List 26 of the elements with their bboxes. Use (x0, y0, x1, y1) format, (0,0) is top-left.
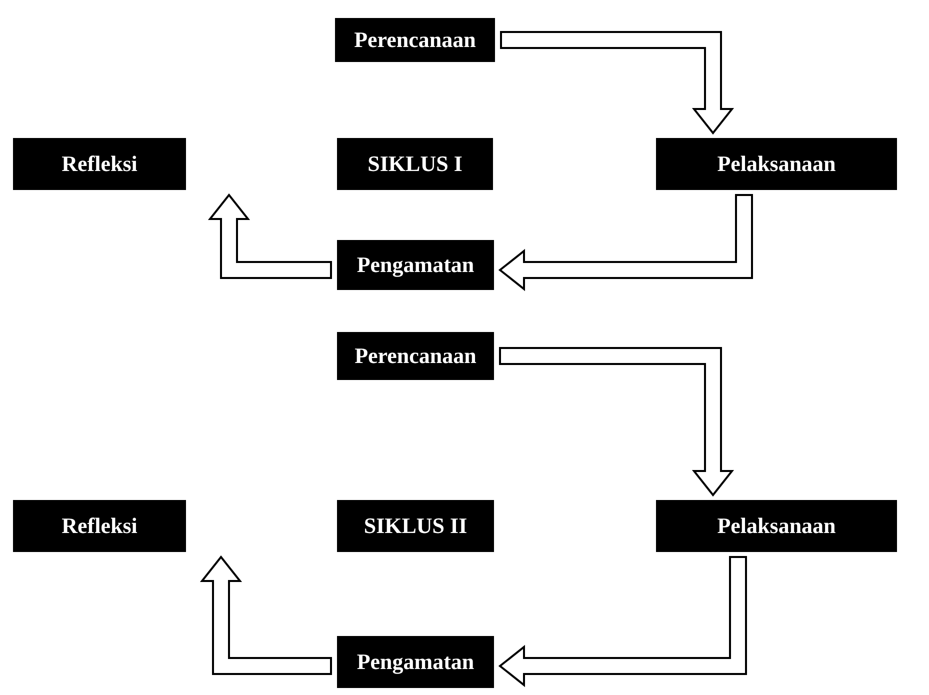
block-arrow (200, 555, 332, 675)
process-box (337, 636, 494, 688)
box-label: Pelaksanaan (717, 513, 836, 539)
process-box (13, 138, 186, 190)
process-box (13, 500, 186, 552)
process-box (656, 500, 897, 552)
block-arrow (499, 347, 734, 497)
process-box (337, 332, 494, 380)
box-label: Pengamatan (356, 649, 474, 675)
process-box (335, 18, 495, 62)
box-label: Perencanaan (354, 343, 476, 369)
block-arrow (208, 193, 332, 279)
block-arrow (498, 556, 747, 688)
box-label: Refleksi (62, 151, 138, 177)
box-label: Pengamatan (356, 252, 474, 278)
box-label: Refleksi (62, 513, 138, 539)
process-box (337, 138, 493, 190)
block-arrow (498, 194, 753, 292)
process-box (656, 138, 897, 190)
box-label: Pelaksanaan (717, 151, 836, 177)
block-arrow (500, 31, 734, 135)
process-box (337, 500, 494, 552)
box-label: Perencanaan (354, 27, 476, 53)
process-box (337, 240, 494, 290)
box-label: SIKLUS II (364, 513, 468, 539)
box-label: SIKLUS I (368, 151, 462, 177)
